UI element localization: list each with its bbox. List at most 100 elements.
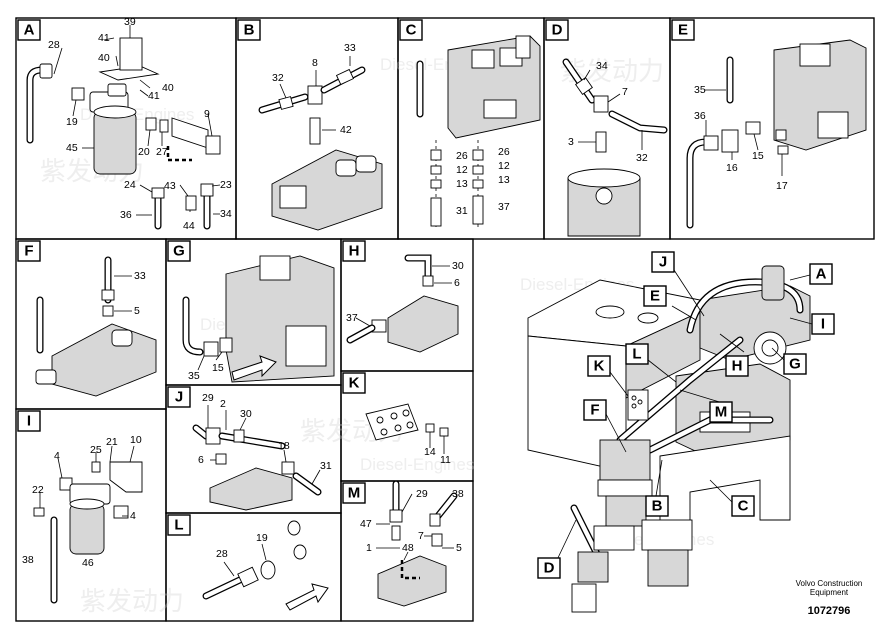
watermark-text: Diesel-Engines [360, 455, 474, 474]
panel-label-i: I [17, 410, 41, 432]
part-number-label: 21 [106, 436, 118, 448]
part-number-label: 25 [90, 444, 102, 456]
part-number-label: 46 [82, 557, 94, 569]
part-number-label: 17 [776, 180, 788, 192]
part-number-label: 8 [312, 57, 318, 69]
panel-label-c: C [399, 19, 423, 41]
overview-callout-a: A [809, 263, 833, 285]
panel-b-artwork: 8 33 32 42 [258, 42, 383, 231]
svg-text:I: I [27, 413, 31, 430]
svg-text:D: D [544, 560, 555, 577]
panel-label-j: J [167, 386, 191, 408]
svg-text:H: H [349, 243, 360, 260]
overview-callout-m: M [709, 401, 733, 423]
svg-text:B: B [244, 22, 255, 39]
overview-callout-b: B [645, 495, 669, 517]
part-number-label: 10 [130, 434, 142, 446]
panel-k-artwork: 14 11 [365, 403, 451, 466]
part-number-label: 41 [148, 90, 160, 102]
overview-callout-f: F [583, 399, 607, 421]
overview-machine-artwork [527, 265, 813, 613]
part-number-label: 13 [498, 174, 510, 186]
part-number-label: 24 [124, 179, 136, 191]
svg-text:H: H [732, 358, 743, 375]
part-number-label: 42 [340, 124, 352, 136]
part-number-label: 33 [344, 42, 356, 54]
part-number-label: 48 [402, 542, 414, 554]
part-number-label: 27 [156, 146, 168, 158]
panel-e-artwork: 35 36 16 15 17 [686, 39, 867, 229]
panel-m-artwork: 29 38 47 7 1 48 5 [360, 480, 464, 607]
part-number-label: 36 [694, 110, 706, 122]
svg-text:E: E [678, 22, 688, 39]
overview-callout-k: K [587, 355, 611, 377]
part-number-label: 37 [346, 312, 358, 324]
part-number-label: 12 [456, 164, 468, 176]
part-number-label: 15 [752, 150, 764, 162]
panel-frames [15, 17, 875, 622]
panel-i-artwork: 10 21 25 4 22 4 38 46 [22, 434, 143, 604]
svg-text:G: G [789, 356, 801, 373]
overview-callout-e: E [643, 285, 667, 307]
panel-l-artwork: 28 19 [202, 520, 329, 611]
part-number-label: 39 [124, 16, 136, 28]
watermark-text: 紫发动力 [80, 586, 184, 616]
part-number-label: 40 [162, 82, 174, 94]
part-number-label: 9 [204, 108, 210, 120]
svg-text:L: L [174, 517, 183, 534]
part-number-label: 4 [54, 450, 60, 462]
svg-text:E: E [650, 288, 660, 305]
footer-company-line1: Volvo Construction [796, 579, 863, 588]
part-number-label: 28 [216, 548, 228, 560]
part-number-label: 40 [98, 52, 110, 64]
svg-text:A: A [816, 266, 827, 283]
panel-label-e: E [671, 19, 695, 41]
overview-callout-j: J [651, 251, 675, 273]
footer: Volvo Construction Equipment 1072796 [796, 579, 863, 617]
drawing-number: 1072796 [808, 605, 851, 617]
svg-text:G: G [173, 243, 185, 260]
overview-callout-d: D [537, 557, 561, 579]
panel-label-f: F [17, 240, 41, 262]
part-number-label: 37 [498, 201, 510, 213]
svg-text:F: F [590, 402, 599, 419]
part-number-label: 26 [498, 146, 510, 158]
panel-f-artwork: 33 5 [35, 256, 157, 397]
part-number-label: 30 [452, 260, 464, 272]
svg-text:B: B [652, 498, 663, 515]
svg-text:A: A [24, 22, 35, 39]
panel-g-artwork: 35 15 [182, 255, 335, 383]
svg-text:K: K [594, 358, 605, 375]
overview-callout-i: I [811, 313, 835, 335]
part-number-label: 30 [240, 408, 252, 420]
panel-c-artwork: 26 26 12 12 13 13 31 37 [416, 35, 541, 230]
part-number-label: 19 [256, 532, 268, 544]
part-number-label: 35 [188, 370, 200, 382]
part-number-label: 6 [198, 454, 204, 466]
part-number-label: 29 [416, 488, 428, 500]
part-number-label: 15 [212, 362, 224, 374]
svg-text:C: C [406, 22, 417, 39]
part-number-label: 35 [694, 84, 706, 96]
panel-label-g: G [167, 240, 191, 262]
part-number-label: 34 [220, 208, 232, 220]
svg-text:D: D [552, 22, 563, 39]
panel-label-a: A [17, 19, 41, 41]
panel-h-artwork: 30 6 37 [346, 254, 464, 353]
part-number-label: 7 [622, 86, 628, 98]
panel-a-artwork: 28 41 39 40 41 40 19 45 9 20 27 24 43 23… [26, 16, 232, 232]
svg-text:M: M [348, 485, 361, 502]
part-number-label: 32 [272, 72, 284, 84]
part-number-label: 22 [32, 484, 44, 496]
overview-callouts: J A E I H G K L M F B C D [537, 251, 835, 579]
part-number-label: 31 [320, 460, 332, 472]
part-number-label: 2 [220, 398, 226, 410]
part-number-label: 28 [48, 39, 60, 51]
part-number-label: 3 [568, 136, 574, 148]
panel-label-l: L [167, 514, 191, 536]
part-number-label: 18 [278, 440, 290, 452]
part-number-label: 13 [456, 178, 468, 190]
part-number-label: 19 [66, 116, 78, 128]
svg-text:C: C [738, 498, 749, 515]
